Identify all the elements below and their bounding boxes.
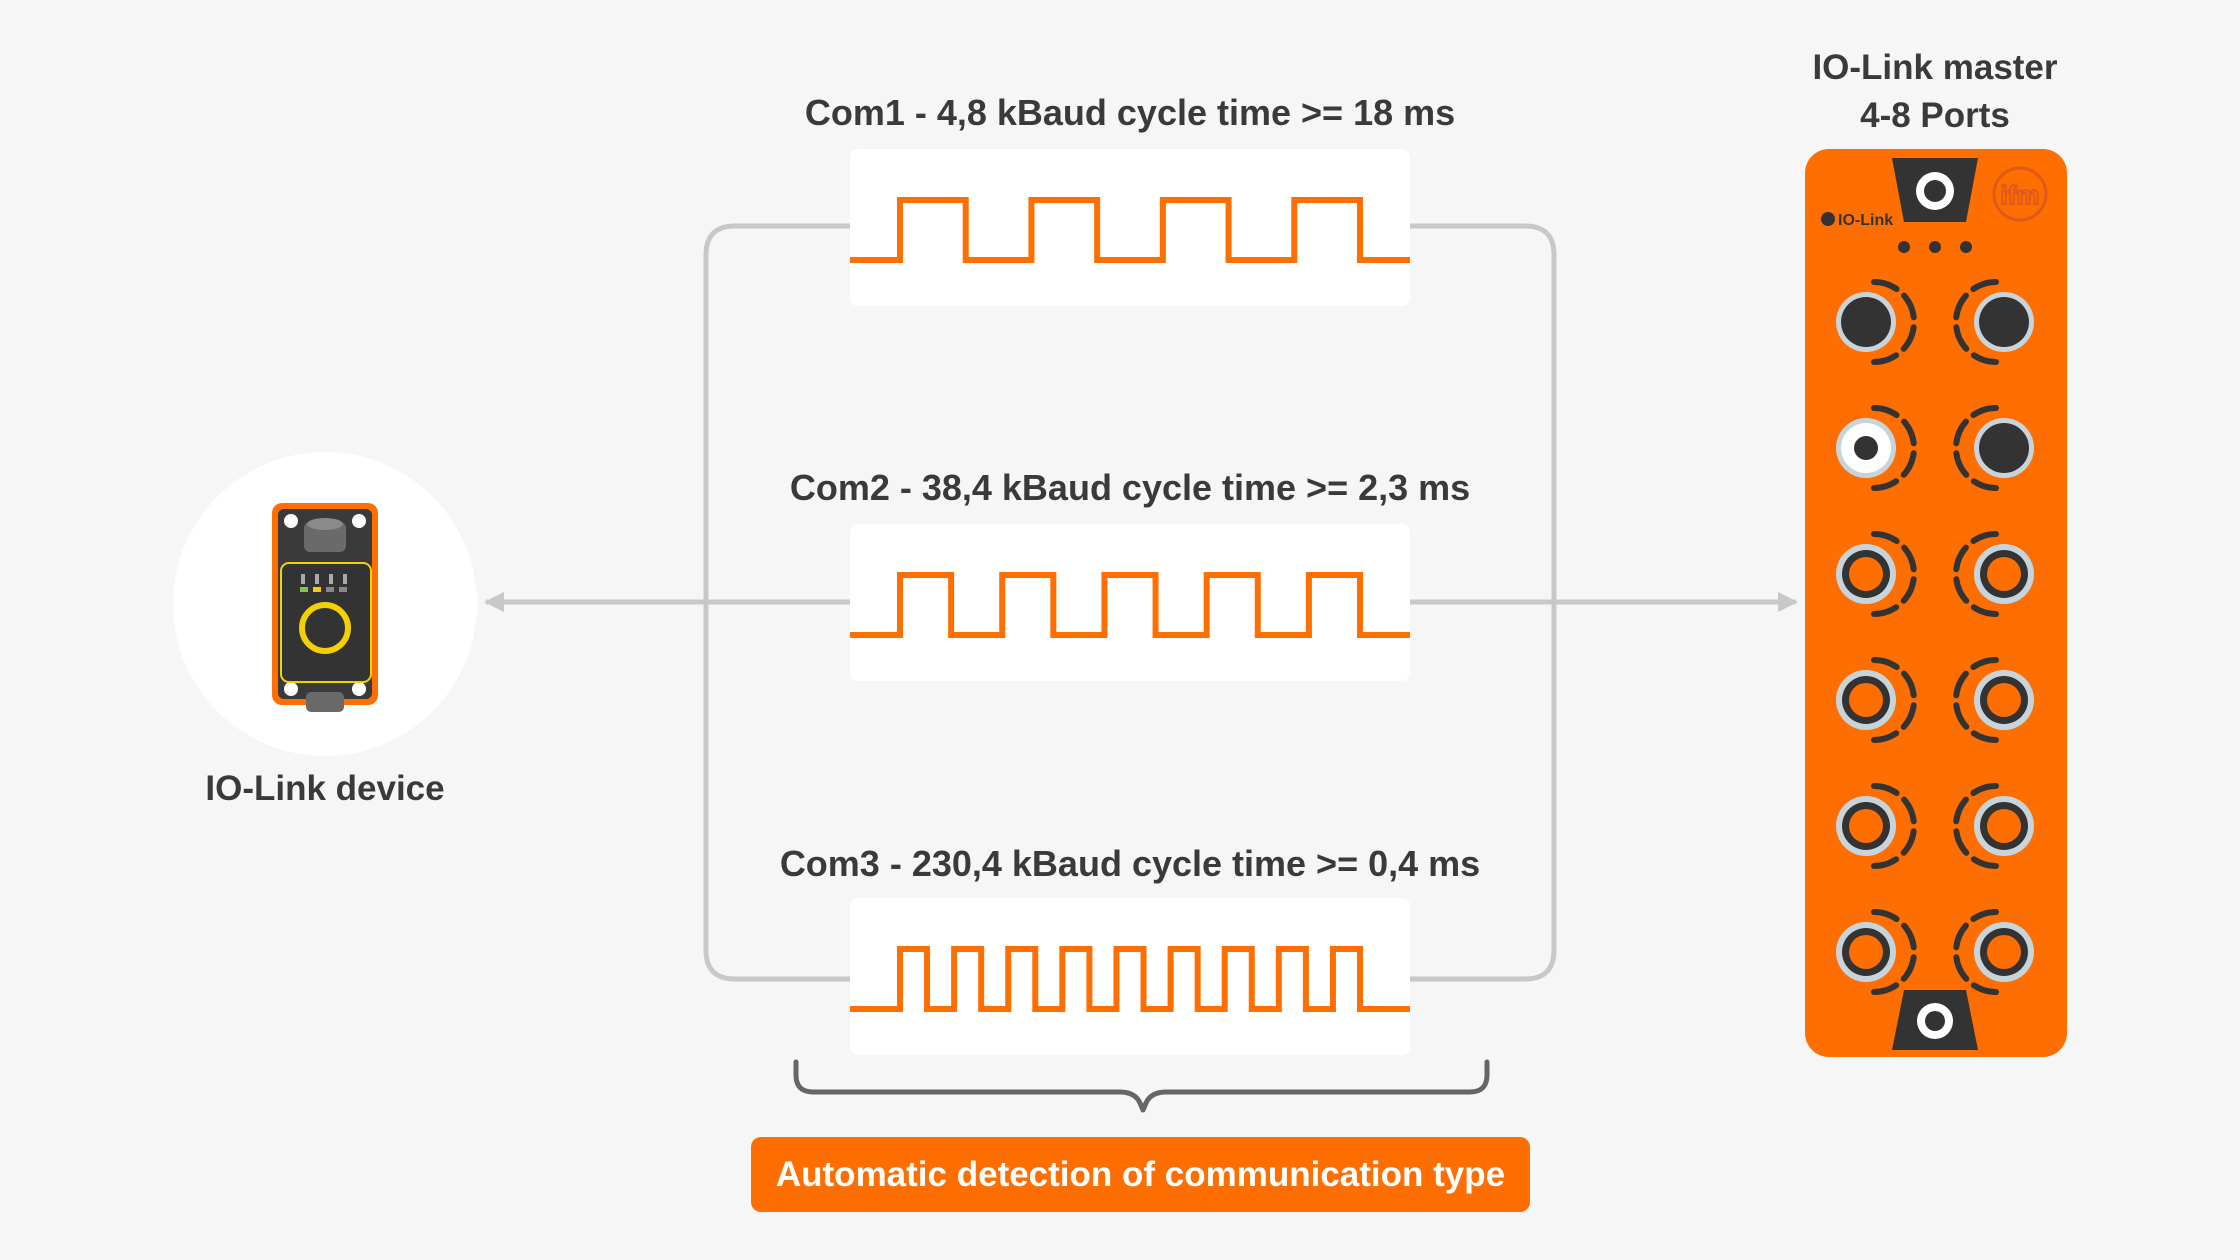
master-title-line2: 4-8 Ports (1860, 96, 2010, 135)
port-pin (1987, 557, 2021, 591)
port-led-arc (1871, 783, 1917, 869)
curly-brace (793, 1059, 1490, 1113)
port-led-arc (1953, 279, 1999, 365)
port-pin (1849, 809, 1883, 843)
device-label: IO-Link device (205, 769, 445, 808)
ifm-logo-icon (1992, 166, 2048, 222)
port-led-arc (1953, 531, 1999, 617)
port-pin (1987, 809, 2021, 843)
io-link-device-illustration (173, 452, 477, 756)
signal-box-com3 (850, 898, 1410, 1055)
channel-title-com1: Com1 - 4,8 kBaud cycle time >= 18 ms (804, 92, 1456, 133)
signal-box-com1 (850, 149, 1410, 306)
master-title: IO-Link master 4-8 Ports (1735, 44, 2135, 140)
port-pin (1849, 557, 1883, 591)
ifm-logo-text: ifm (2001, 180, 2040, 210)
port-led-arc (1953, 783, 1999, 869)
channel-title-com2: Com2 - 38,4 kBaud cycle time >= 2,3 ms (789, 467, 1471, 508)
signal-box-com2 (850, 524, 1410, 681)
port-led-arc (1871, 531, 1917, 617)
square-wave-com2 (850, 572, 1410, 638)
port-pin (1987, 683, 2021, 717)
auto-detection-banner: Automatic detection of communication typ… (751, 1137, 1530, 1212)
port-led-arc (1871, 657, 1917, 743)
port-led-arc (1953, 657, 1999, 743)
square-wave-com3 (850, 946, 1410, 1012)
square-wave-com1 (850, 197, 1410, 263)
channel-title-com3: Com3 - 230,4 kBaud cycle time >= 0,4 ms (779, 843, 1481, 884)
status-dot (1960, 241, 1972, 253)
connector-lines (484, 223, 1798, 982)
port-socket (1979, 297, 2029, 347)
port-socket (1841, 297, 1891, 347)
port-grid (1836, 279, 2034, 995)
port-pin (1849, 683, 1883, 717)
port-socket (1979, 423, 2029, 473)
port-led-arc (1871, 279, 1917, 365)
master-title-line1: IO-Link master (1812, 48, 2058, 87)
port-pin (1849, 935, 1883, 969)
status-dot (1929, 241, 1941, 253)
io-link-brand-icon (1821, 212, 1835, 226)
port-pin (1987, 935, 2021, 969)
io-link-brand-text: IO-Link (1838, 212, 1893, 229)
io-link-master-illustration: IO-Link ifm (1805, 149, 2067, 1057)
status-dot (1898, 241, 1910, 253)
port-led-arc (1953, 909, 1999, 995)
port-led-arc (1871, 405, 1917, 491)
port-led-arc (1871, 909, 1917, 995)
port-led-arc (1953, 405, 1999, 491)
port-pin (1854, 436, 1878, 460)
